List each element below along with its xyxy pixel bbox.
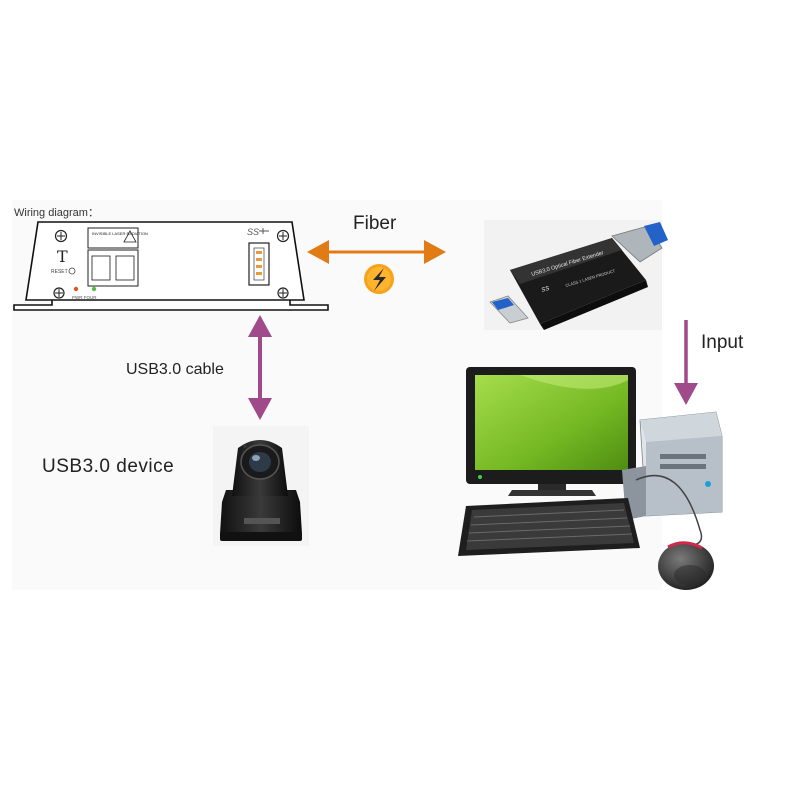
mouse	[658, 541, 714, 590]
receiver-unit: INVISIBLE LASER RADIATION T RESET PWR FO…	[13, 221, 329, 311]
laser-hazard-icon	[123, 230, 137, 243]
usb-camera-device	[213, 426, 309, 546]
dongle-usb-logo: SS	[541, 286, 550, 294]
usb-trident-icon	[259, 228, 269, 234]
fiber-transmitter-dongle: USB3.0 Optical Fiber Extender SS CLASS 1…	[484, 220, 668, 330]
input-arrow	[674, 320, 698, 405]
sfp-port	[87, 249, 139, 287]
tower-case	[622, 411, 723, 520]
power-button-icon	[705, 481, 711, 487]
laser-warning-text: INVISIBLE LASER RADIATION	[92, 231, 148, 236]
laser-warning-label	[87, 227, 139, 249]
computer	[458, 367, 723, 590]
fiber-arrow	[307, 240, 446, 264]
keyboard	[458, 498, 640, 556]
logo-letter: T	[57, 247, 68, 266]
reset-label: RESET	[51, 269, 68, 275]
led-labels: PWR FOUR	[72, 295, 97, 300]
screw-icon	[54, 229, 68, 243]
lightning-swap-icon	[364, 264, 394, 294]
usb3-port	[248, 242, 270, 286]
fiber-label: Fiber	[353, 213, 397, 234]
power-led-icon	[73, 286, 79, 292]
sfp-slot	[91, 255, 111, 281]
screw-icon	[277, 287, 289, 299]
monitor	[466, 367, 636, 496]
link-led-icon	[91, 286, 97, 292]
usb-device-label: USB3.0 device	[42, 456, 175, 477]
usb-cable-arrow	[248, 315, 272, 420]
usb-cable-label: USB3.0 cable	[126, 361, 224, 378]
screw-icon	[53, 287, 65, 299]
diagram-title: Wiring diagram：	[14, 207, 99, 219]
sfp-slot	[115, 255, 135, 281]
screw-icon	[276, 229, 290, 243]
input-label: Input	[701, 332, 744, 353]
reset-button	[68, 267, 76, 275]
usb-ss-logo: SS	[247, 227, 259, 237]
monitor-screen	[475, 375, 628, 470]
power-led-icon	[478, 475, 482, 479]
